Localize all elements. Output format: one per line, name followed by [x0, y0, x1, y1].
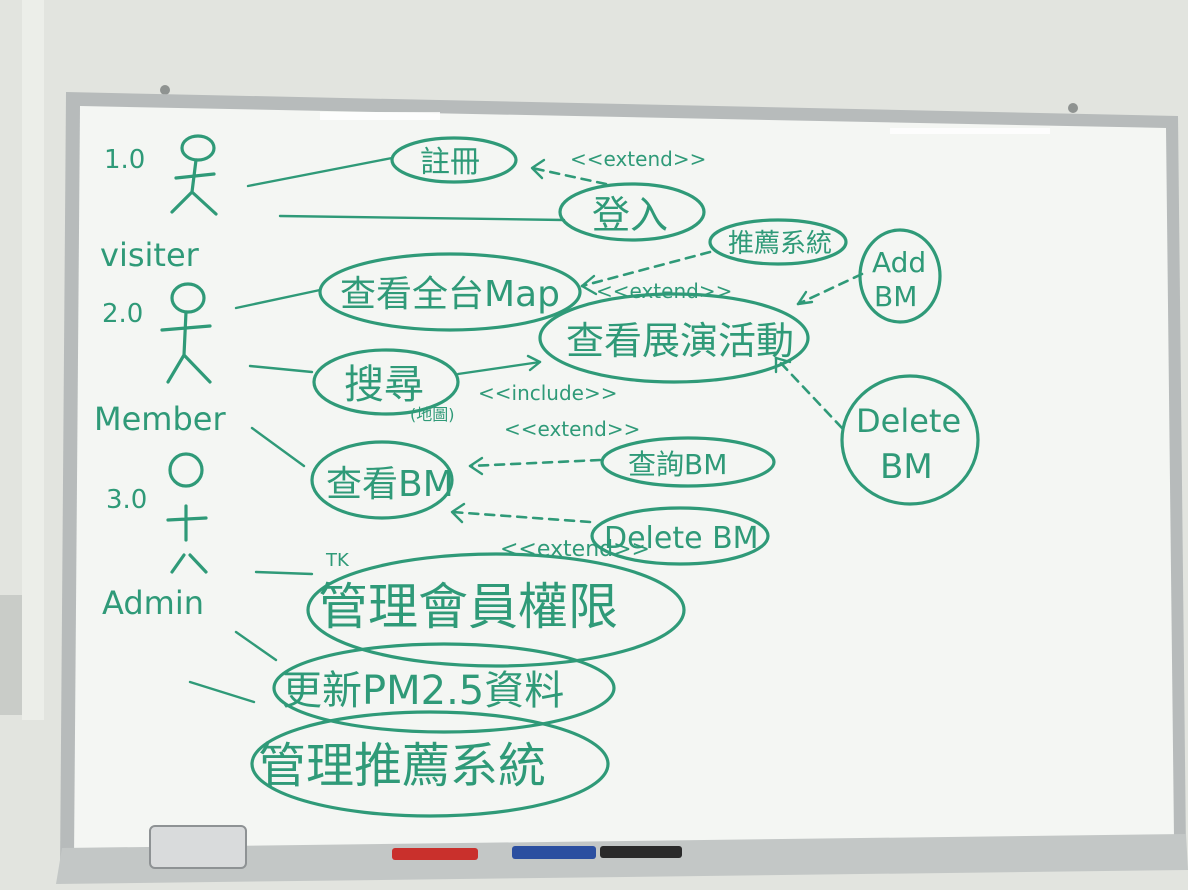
association-line: [234, 288, 322, 310]
actor-version-2: 2.0: [102, 299, 143, 329]
usecase-view-events-ellipse: [538, 292, 810, 384]
arrow-head: [530, 158, 546, 180]
actor-member-figure: [160, 282, 212, 384]
usecase-update-pm-label: 更新PM2.5資料: [282, 668, 564, 714]
association-line: [254, 570, 314, 576]
extend-arrow-deletebm-events: [774, 356, 844, 430]
extend-arrow-recommend-map: [580, 250, 712, 288]
wall-pipe: [22, 0, 44, 720]
usecase-delete-bm-ellipse: [590, 506, 770, 566]
arrow-head: [468, 456, 484, 476]
light-glare: [890, 128, 1050, 134]
association-line: [278, 214, 566, 222]
usecase-search-ellipse: [312, 348, 460, 416]
relation-extend-2: <<extend>>: [596, 279, 732, 303]
usecase-add-bm-line2: BM: [874, 280, 917, 313]
black-marker[interactable]: [600, 846, 682, 858]
actor-version-3: 3.0: [106, 485, 147, 515]
actor-name-visiter: visiter: [100, 236, 200, 274]
usecase-login-ellipse: [558, 182, 706, 242]
arrow-head: [580, 274, 598, 296]
usecase-delete-bm-c-line1: Delete: [856, 402, 961, 440]
usecase-login-label: 登入: [592, 193, 668, 237]
usecase-update-pm-ellipse: [272, 642, 616, 734]
usecase-manage-rec-ellipse: [250, 710, 610, 818]
eraser[interactable]: [149, 825, 247, 869]
usecase-view-events-label: 查看展演活動: [566, 319, 794, 363]
extend-arrow-addbm-events: [796, 272, 864, 306]
usecase-search-label: 搜尋: [344, 362, 424, 408]
extend-arrow-query-viewbm: [468, 458, 602, 468]
usecase-view-map-label: 查看全台Map: [340, 274, 560, 315]
actor-name-member: Member: [94, 400, 226, 438]
red-marker[interactable]: [392, 848, 478, 860]
usecase-manage-perm-ellipse: [306, 552, 686, 668]
arrow-head: [450, 502, 466, 524]
usecase-register-ellipse: [390, 136, 518, 184]
relation-include: <<include>>: [478, 381, 618, 405]
usecase-recommend-label: 推薦系統: [728, 229, 832, 259]
usecase-query-bm-ellipse: [600, 436, 776, 488]
usecase-manage-rec-label: 管理推薦系統: [258, 738, 546, 794]
usecase-query-bm-label: 查詢BM: [628, 448, 727, 481]
association-line: [250, 426, 306, 468]
extend-arrow-delete-viewbm: [450, 510, 592, 524]
blue-marker[interactable]: [512, 846, 596, 859]
usecase-view-bm-ellipse: [310, 440, 454, 520]
arrow-head: [774, 356, 792, 374]
usecase-view-map-ellipse: [318, 252, 582, 332]
usecase-delete-bm-label: Delete BM: [604, 521, 759, 556]
usecase-delete-bm-circle-ellipse: [840, 374, 980, 506]
wall-screw: [1068, 103, 1078, 113]
usecase-search-note: (地圖): [410, 405, 455, 424]
relation-extend-1: <<extend>>: [570, 147, 706, 171]
wall-screw: [160, 85, 170, 95]
association-line: [234, 630, 278, 662]
whiteboard-surface: [74, 106, 1174, 858]
usecase-view-bm-label: 查看BM: [326, 464, 454, 505]
usecase-manage-perm-note: TK: [325, 550, 350, 571]
actor-admin-figure: [166, 452, 208, 574]
relation-extend-4: <<extend>>: [500, 537, 650, 562]
extend-arrow-login-register: [530, 166, 608, 186]
wall-socket: [0, 595, 22, 715]
actor-name-admin: Admin: [102, 584, 204, 622]
relation-extend-3: <<extend>>: [504, 417, 640, 441]
usecase-recommend-ellipse: [708, 218, 848, 266]
actor-version-1: 1.0: [104, 145, 145, 175]
usecase-add-bm-line1: Add: [872, 246, 926, 279]
association-line: [246, 156, 394, 188]
marker-tray: [56, 834, 1188, 884]
include-arrow-search-events: [456, 360, 542, 376]
usecase-delete-bm-c-line2: BM: [880, 447, 933, 487]
usecase-register-label: 註冊: [420, 145, 480, 180]
association-line: [248, 364, 314, 374]
arrow-head: [526, 354, 542, 372]
association-line: [188, 680, 256, 704]
actor-visiter-figure: [170, 134, 218, 216]
usecase-manage-perm-label: 管理會員權限: [318, 578, 618, 636]
arrow-head: [796, 290, 814, 306]
light-glare: [320, 112, 440, 120]
